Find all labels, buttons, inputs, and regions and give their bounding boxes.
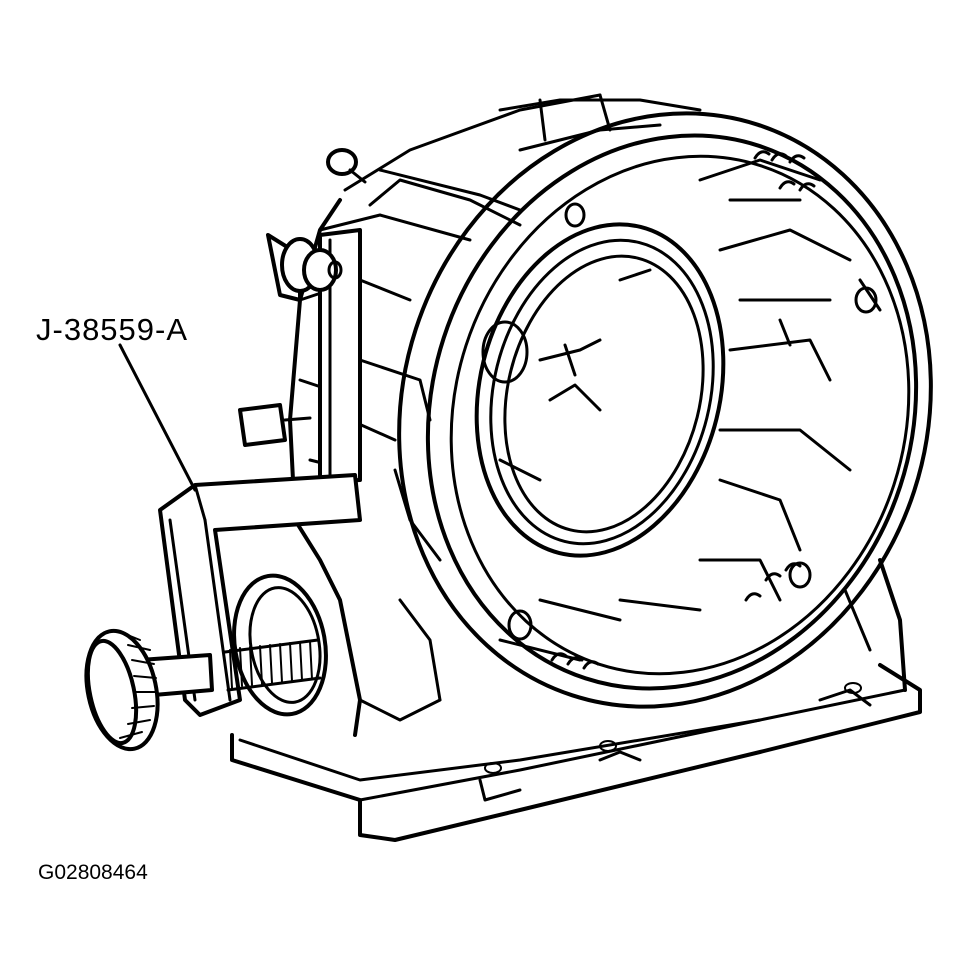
holding-fixture-tool-icon [138,228,362,717]
callout-leader-line [118,343,197,492]
tool-callout-label: J-38559-A [36,312,189,347]
figure-id: G02808464 [38,861,148,884]
knurled-knob-icon [84,628,160,752]
